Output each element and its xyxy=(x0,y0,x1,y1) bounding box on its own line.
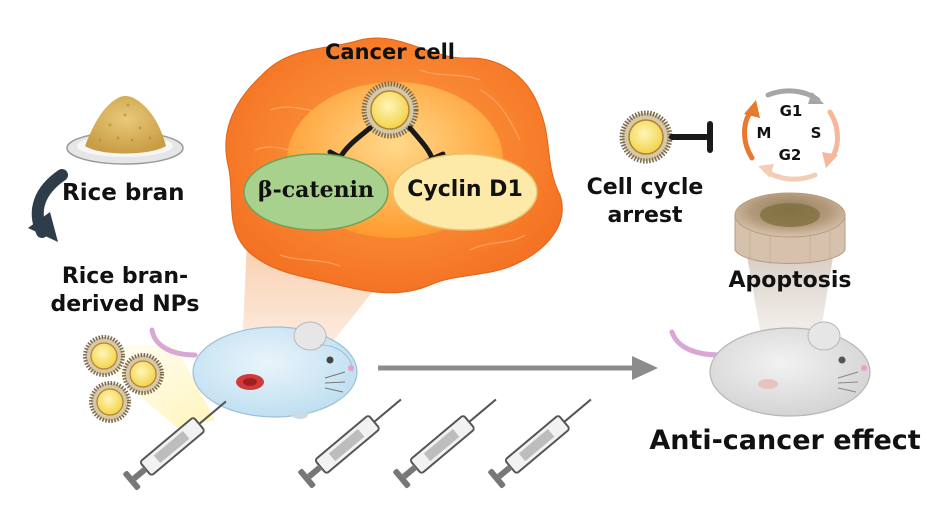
nanoparticle-in-cell xyxy=(361,81,419,139)
apoptosis-label: Apoptosis xyxy=(728,268,852,293)
cell-cycle-arrest-label-line2: arrest xyxy=(607,203,683,228)
rice-bran-nps-label-line2: derived NPs xyxy=(50,292,200,317)
cell-cycle-ring xyxy=(742,88,840,182)
treatment-arrow xyxy=(378,356,658,380)
anti-cancer-effect-label: Anti-cancer effect xyxy=(649,425,921,456)
phase-s-label: S xyxy=(810,124,822,142)
beta-catenin-ellipse xyxy=(243,153,389,231)
syringe-2 xyxy=(298,398,402,489)
rice-bran-label: Rice bran xyxy=(62,180,185,206)
syringe-1 xyxy=(123,400,227,491)
rice-bran-nps-label-line1: Rice bran- xyxy=(61,264,189,289)
cyclin-d1-label: Cyclin D1 xyxy=(407,177,523,202)
syringe-4 xyxy=(488,398,592,489)
inhibit-cell-cycle-arrow xyxy=(669,121,713,153)
phase-g1-label: G1 xyxy=(779,102,803,120)
phase-g2-label: G2 xyxy=(778,146,802,164)
mouse-treated xyxy=(149,321,358,419)
rice-bran-curved-arrow xyxy=(28,169,68,242)
cell-cycle-arrest-label-line1: Cell cycle xyxy=(586,175,704,200)
phase-m-label: M xyxy=(756,124,772,142)
cyclin-d1-ellipse xyxy=(392,153,538,231)
rice-bran-plate xyxy=(66,95,184,165)
cancer-cell-label: Cancer cell xyxy=(325,40,455,64)
nanoparticle-cell-cycle xyxy=(619,110,673,164)
mouse-result xyxy=(669,321,871,417)
apoptosis-tissue xyxy=(734,192,846,264)
beta-catenin-label: β-catenin xyxy=(258,177,374,203)
syringe-3 xyxy=(393,398,497,489)
rice-bran-nanoparticles xyxy=(83,335,164,423)
